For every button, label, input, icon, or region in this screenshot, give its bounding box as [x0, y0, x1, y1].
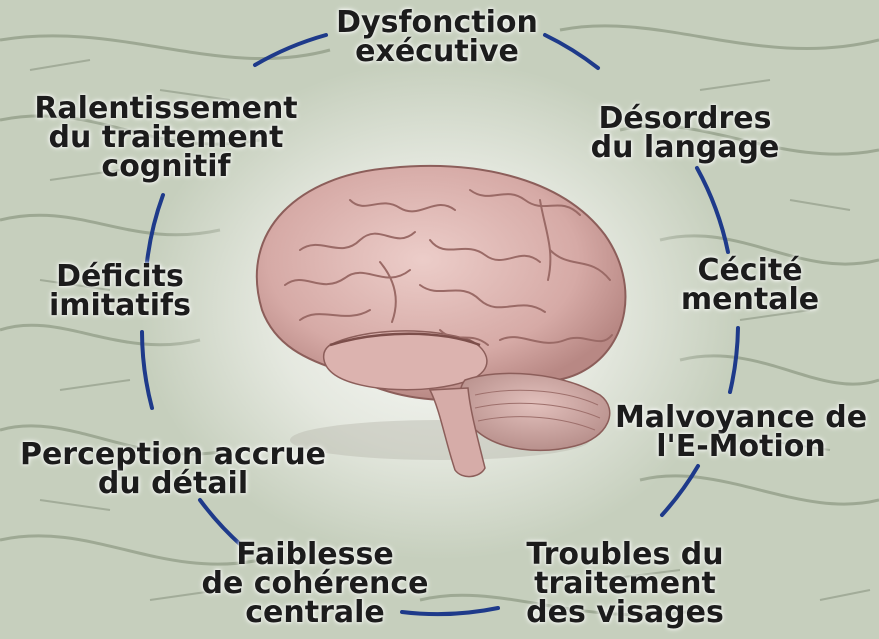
label-dysfonction-executive: Dysfonction exécutive — [322, 8, 552, 66]
label-ralentissement-traitement: Ralentissement du traitement cognitif — [26, 94, 306, 181]
label-faiblesse-coherence: Faiblesse de cohérence centrale — [200, 540, 430, 627]
label-desordres-langage: Désordres du langage — [575, 104, 795, 162]
label-troubles-traitement-visages: Troubles du traitement des visages — [505, 540, 745, 627]
label-perception-detail: Perception accrue du détail — [8, 440, 338, 498]
label-malvoyance-emotion: Malvoyance de l'E-Motion — [608, 403, 874, 461]
label-deficits-imitatifs: Déficits imitatifs — [30, 262, 210, 320]
brain-illustration — [257, 166, 626, 477]
label-cecite-mentale: Cécité mentale — [660, 256, 840, 314]
